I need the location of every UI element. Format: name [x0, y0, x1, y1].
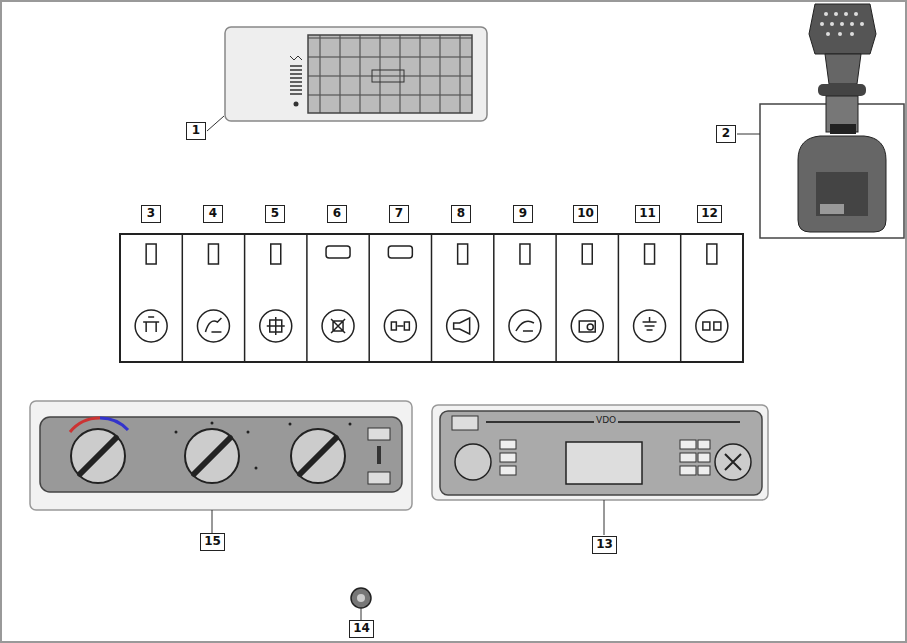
- callout-text: 7: [395, 206, 403, 220]
- callout-text: 8: [457, 206, 465, 220]
- callout-text: 4: [209, 206, 217, 220]
- callout-text: 6: [333, 206, 341, 220]
- callout-text: 10: [577, 206, 594, 220]
- callout-text: 1: [192, 123, 200, 137]
- callout-text: 14: [353, 621, 370, 635]
- callout-number: 11: [635, 205, 660, 223]
- callout-text: 5: [271, 206, 279, 220]
- callout-text: 12: [701, 206, 718, 220]
- callout-number: 9: [513, 205, 533, 223]
- callout-text: 2: [722, 126, 730, 140]
- callout-text: 13: [596, 537, 613, 551]
- callout-number: 14: [349, 620, 374, 638]
- callout-number: 7: [389, 205, 409, 223]
- callout-number: 13: [592, 536, 617, 554]
- callout-text: 15: [204, 534, 221, 548]
- callout-number: 6: [327, 205, 347, 223]
- callout-number: 1: [186, 122, 206, 140]
- callout-number: 10: [573, 205, 598, 223]
- callout-number: 2: [716, 125, 736, 143]
- callout-text: 11: [639, 206, 656, 220]
- callout-number: 3: [141, 205, 161, 223]
- callout-number: 15: [200, 533, 225, 551]
- callout-number: 4: [203, 205, 223, 223]
- callout-number: 5: [265, 205, 285, 223]
- callout-number: 8: [451, 205, 471, 223]
- callout-text: 9: [519, 206, 527, 220]
- callout-text: 3: [147, 206, 155, 220]
- callout-number: 12: [697, 205, 722, 223]
- brand-label: VDO: [594, 415, 618, 425]
